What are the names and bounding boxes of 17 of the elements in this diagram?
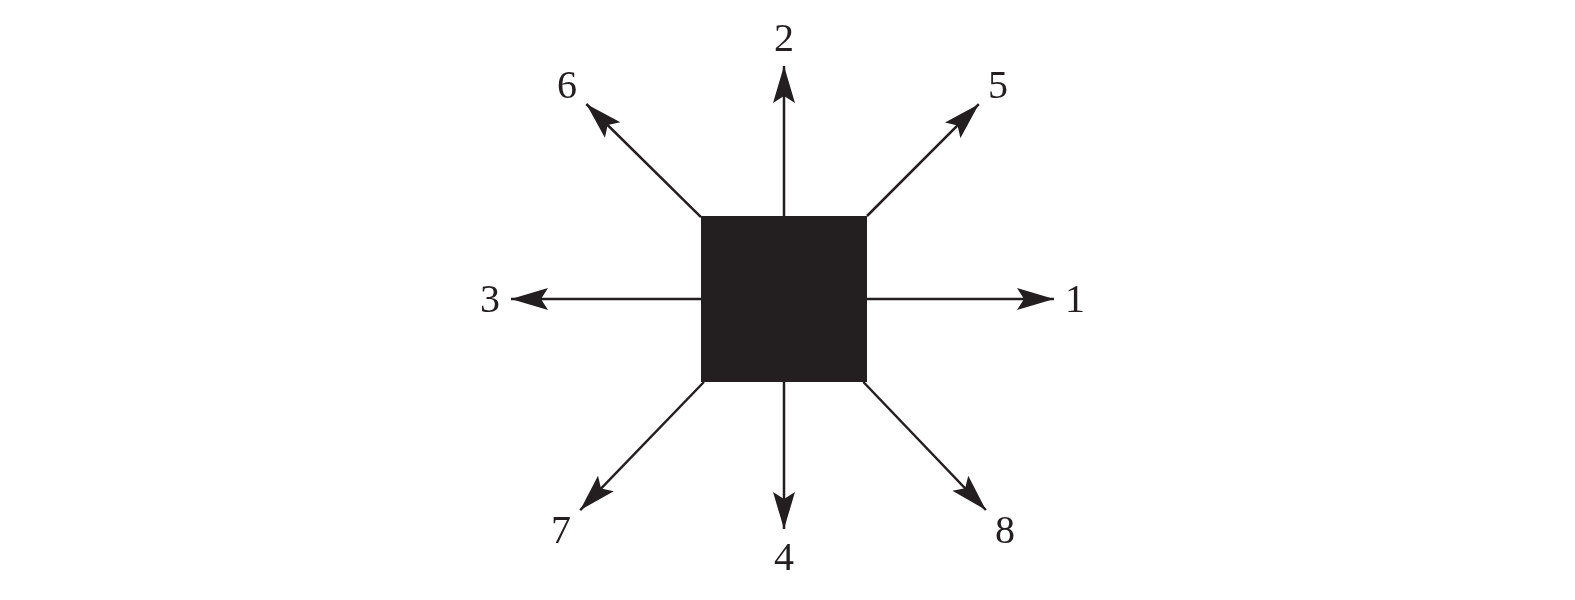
number-label: 2 [769,16,799,60]
number-label: 7 [546,508,576,552]
number-label: 4 [769,535,799,579]
arrow [867,288,1054,310]
arrow [773,66,795,216]
arrow [511,288,701,310]
number-label: 1 [1060,277,1090,321]
number-label: 3 [475,277,505,321]
number-label: 6 [552,63,582,107]
square-block [701,216,867,382]
arrow [579,381,705,511]
arrow [866,103,980,217]
number-label: 8 [990,508,1020,552]
number-label: 5 [983,63,1013,107]
arrow [862,381,987,511]
arrow [585,103,702,218]
arrow [773,382,795,529]
